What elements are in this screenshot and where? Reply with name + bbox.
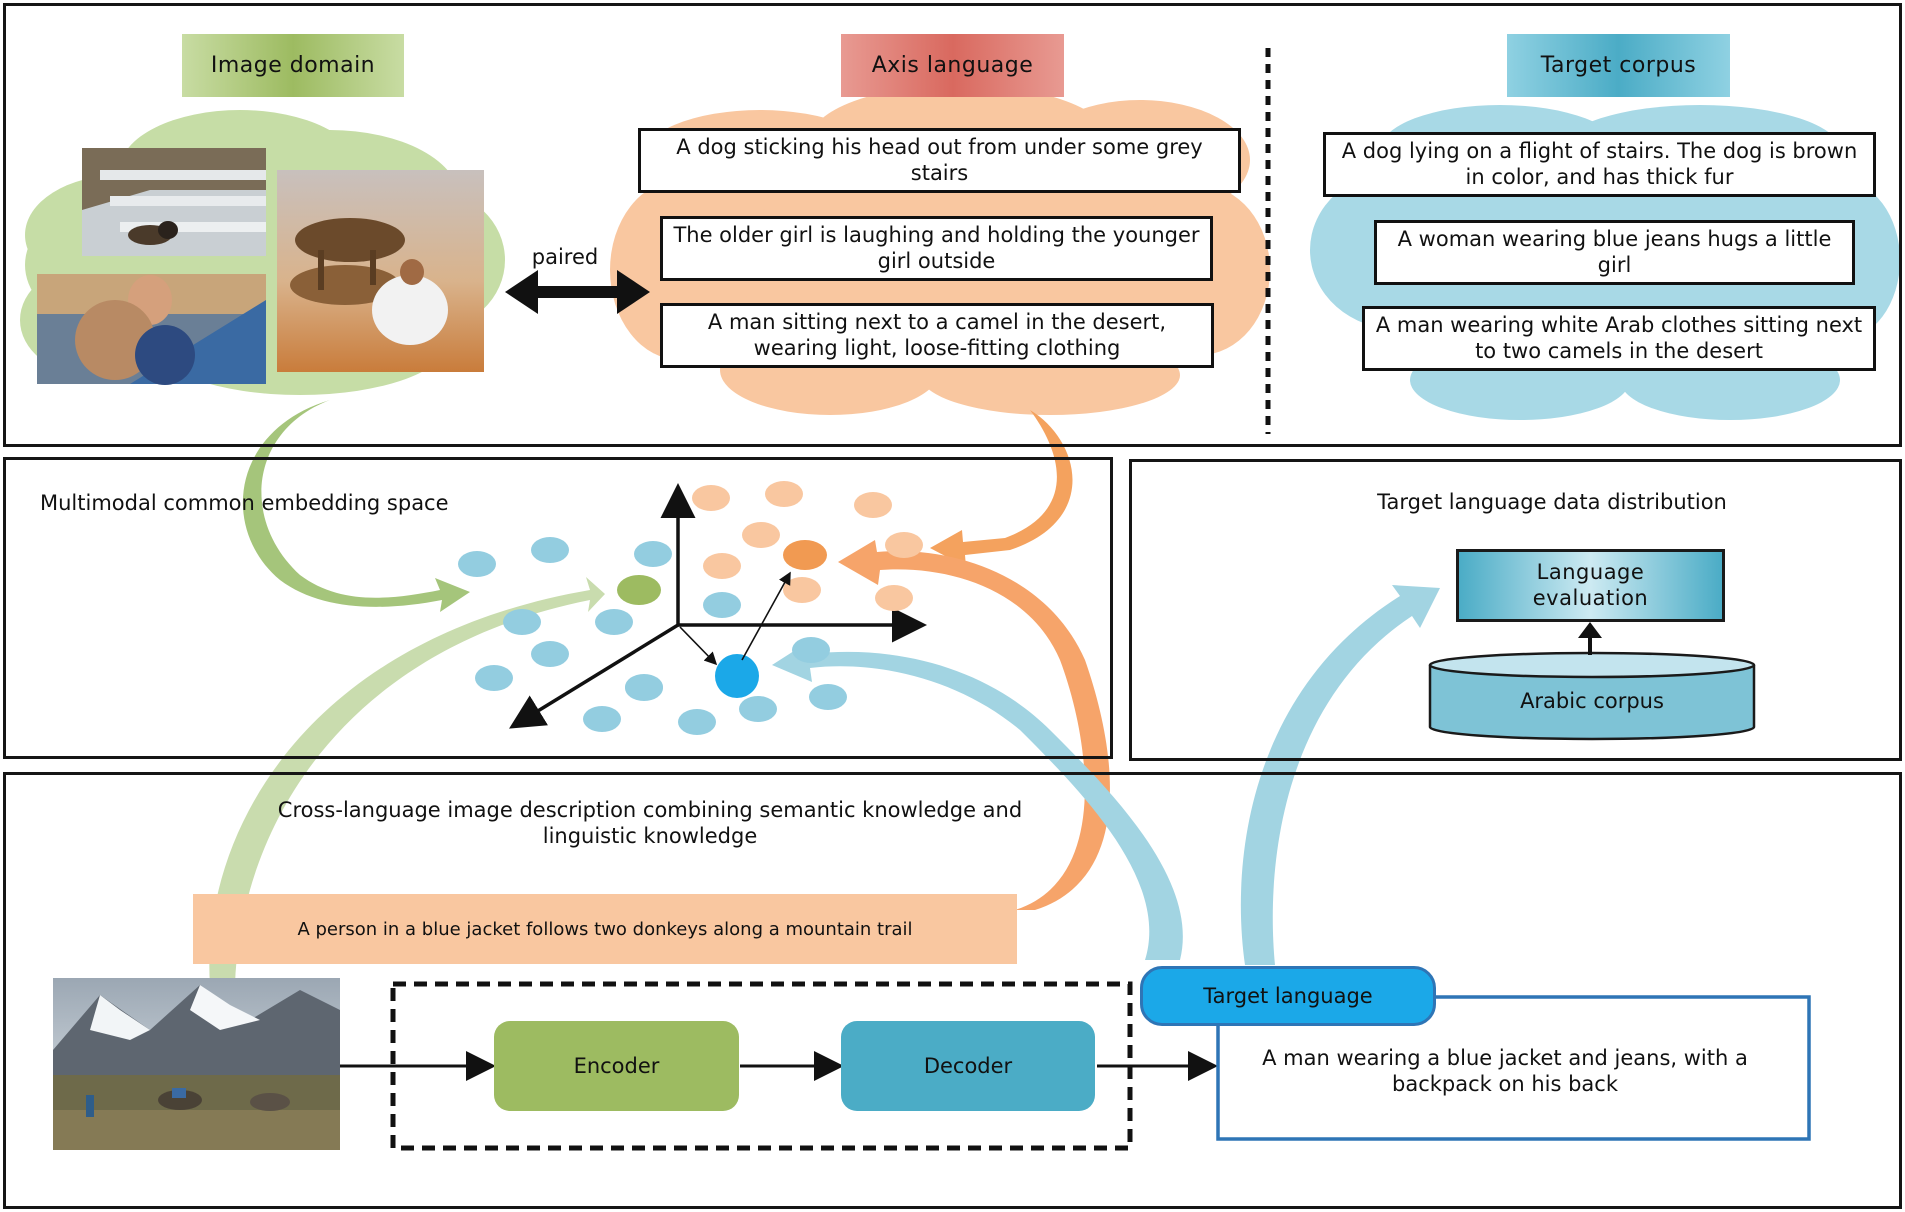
paired-label: paired bbox=[531, 245, 599, 269]
axis-caption-1: A dog sticking his head out from under s… bbox=[638, 128, 1241, 193]
output-caption: A man wearing a blue jacket and jeans, w… bbox=[1262, 1046, 1748, 1097]
orange-arrow-caption-to-embedding bbox=[838, 540, 1110, 910]
blue-arrow-target-to-embedding bbox=[772, 642, 1183, 960]
target-caption-1: A dog lying on a flight of stairs. The d… bbox=[1323, 132, 1876, 197]
target-caption-3: A man wearing white Arab clothes sitting… bbox=[1362, 306, 1876, 371]
orange-embedding-dot bbox=[783, 540, 827, 570]
green-embedding-dot bbox=[617, 575, 661, 605]
embedding-panel bbox=[3, 457, 1113, 759]
embedding-axes bbox=[509, 483, 927, 729]
target-language-block: Target language bbox=[1140, 966, 1436, 1026]
photo-girls bbox=[37, 274, 266, 385]
blue-arrow-target-to-evaluation bbox=[1240, 585, 1440, 965]
photo-mountain-trail bbox=[53, 978, 340, 1150]
top-panel bbox=[3, 3, 1902, 447]
image-domain-label: Image domain bbox=[182, 34, 404, 97]
green-arrow-photo-to-embedding bbox=[209, 577, 606, 985]
language-evaluation-box: Language evaluation bbox=[1456, 549, 1725, 622]
blue-embedding-dot bbox=[715, 654, 759, 698]
decoder-block: Decoder bbox=[841, 1021, 1095, 1111]
cross-language-title: Cross-language image description combini… bbox=[277, 798, 1023, 849]
bottom-panel bbox=[3, 772, 1902, 1209]
source-caption-bar: A person in a blue jacket follows two do… bbox=[193, 894, 1017, 964]
arabic-corpus-label: Arabic corpus bbox=[1520, 689, 1664, 713]
distribution-title: Target language data distribution bbox=[1377, 490, 1727, 514]
paired-double-arrow bbox=[505, 270, 650, 314]
photo-camels bbox=[277, 170, 484, 372]
arabic-corpus-cylinder bbox=[1428, 651, 1756, 741]
target-corpus-label: Target corpus bbox=[1507, 34, 1730, 97]
orange-arrow-axis-to-embedding bbox=[930, 410, 1073, 567]
axis-language-label: Axis language bbox=[841, 34, 1064, 97]
embedding-orange-dots bbox=[692, 481, 923, 611]
embedding-space-title: Multimodal common embedding space bbox=[40, 491, 449, 515]
distribution-panel bbox=[1129, 459, 1902, 761]
axis-caption-3: A man sitting next to a camel in the des… bbox=[660, 303, 1214, 368]
target-caption-2: A woman wearing blue jeans hugs a little… bbox=[1374, 220, 1855, 285]
embedding-blue-dots bbox=[458, 537, 847, 735]
photo-dog-stairs bbox=[82, 148, 266, 256]
axis-caption-2: The older girl is laughing and holding t… bbox=[660, 216, 1213, 281]
encoder-block: Encoder bbox=[494, 1021, 739, 1111]
green-arrow-image-to-embedding bbox=[242, 400, 470, 612]
